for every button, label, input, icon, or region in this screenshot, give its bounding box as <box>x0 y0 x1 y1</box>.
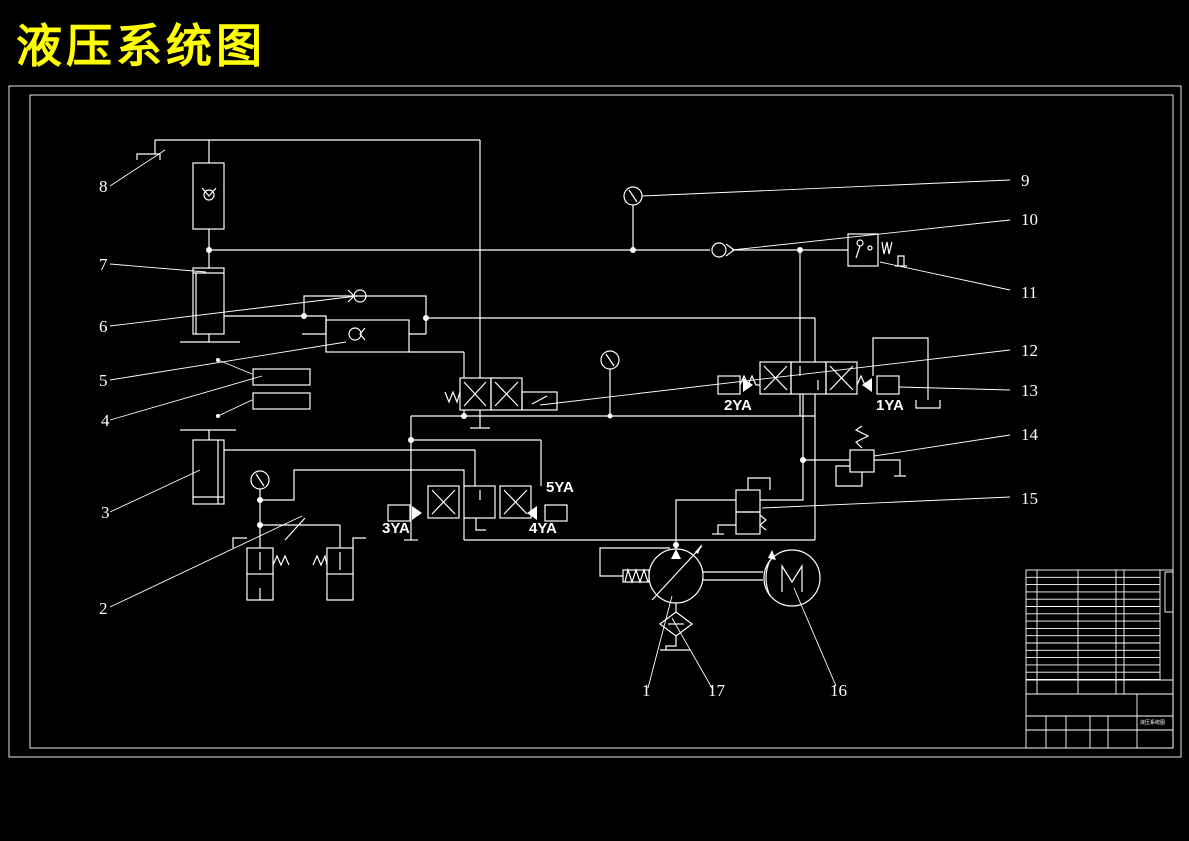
solenoid-4ya: 4YA <box>529 520 557 537</box>
valve-11 <box>847 233 907 267</box>
label-13: 13 <box>1021 381 1038 400</box>
filter-17 <box>659 603 693 651</box>
label-5: 5 <box>99 371 108 390</box>
label-6: 6 <box>99 317 108 336</box>
solenoid-3ya: 3YA <box>382 520 410 537</box>
outer-frame <box>8 85 1182 758</box>
check-valve-10 <box>711 242 735 258</box>
check-valve-6 <box>224 289 427 335</box>
directional-valve-upper <box>444 377 558 429</box>
page-title: 液压系统图 <box>16 19 266 73</box>
label-16: 16 <box>830 681 847 700</box>
variable-pump-1 <box>599 540 763 604</box>
electric-motor-16 <box>763 549 821 607</box>
pressure-gauge-center <box>600 350 620 419</box>
label-10: 10 <box>1021 210 1038 229</box>
part-number-labels: 8 7 6 5 4 3 2 1 17 16 9 10 11 12 13 14 1… <box>99 171 1039 700</box>
solenoid-5ya: 5YA <box>546 479 574 496</box>
label-12: 12 <box>1021 341 1038 360</box>
label-11: 11 <box>1021 283 1037 302</box>
directional-valve-right <box>717 250 900 540</box>
block-4 <box>216 358 311 418</box>
pressure-gauge-9 <box>623 186 643 206</box>
label-7: 7 <box>99 255 108 274</box>
relief-valves-2 <box>232 517 366 601</box>
label-4: 4 <box>101 411 110 430</box>
inner-frame <box>29 94 1174 749</box>
component-8-tank <box>136 139 209 160</box>
label-17: 17 <box>708 681 726 700</box>
solenoid-2ya: 2YA <box>724 397 752 414</box>
pressure-gauge-left <box>250 469 465 525</box>
label-9: 9 <box>1021 171 1030 190</box>
label-8: 8 <box>99 177 108 196</box>
label-14: 14 <box>1021 425 1039 444</box>
valve-14 <box>800 394 906 487</box>
title-block-drawing-name: 液压系统图 <box>1140 719 1165 726</box>
label-2: 2 <box>99 599 108 618</box>
solenoid-1ya: 1YA <box>876 397 904 414</box>
leader-lines <box>109 149 837 689</box>
solenoid-labels: 1YA 2YA 3YA 4YA 5YA <box>382 397 904 537</box>
valve-15 <box>675 460 804 540</box>
tank-13 <box>872 337 941 409</box>
label-3: 3 <box>101 503 110 522</box>
directional-valve-lower <box>387 485 815 541</box>
label-1: 1 <box>642 681 651 700</box>
hydraulic-cylinder-3 <box>180 429 476 505</box>
title-block: 液压系统图 <box>1025 569 1174 749</box>
hydraulic-cylinder-7 <box>180 267 240 343</box>
check-valve-5 <box>325 315 815 378</box>
label-15: 15 <box>1021 489 1038 508</box>
